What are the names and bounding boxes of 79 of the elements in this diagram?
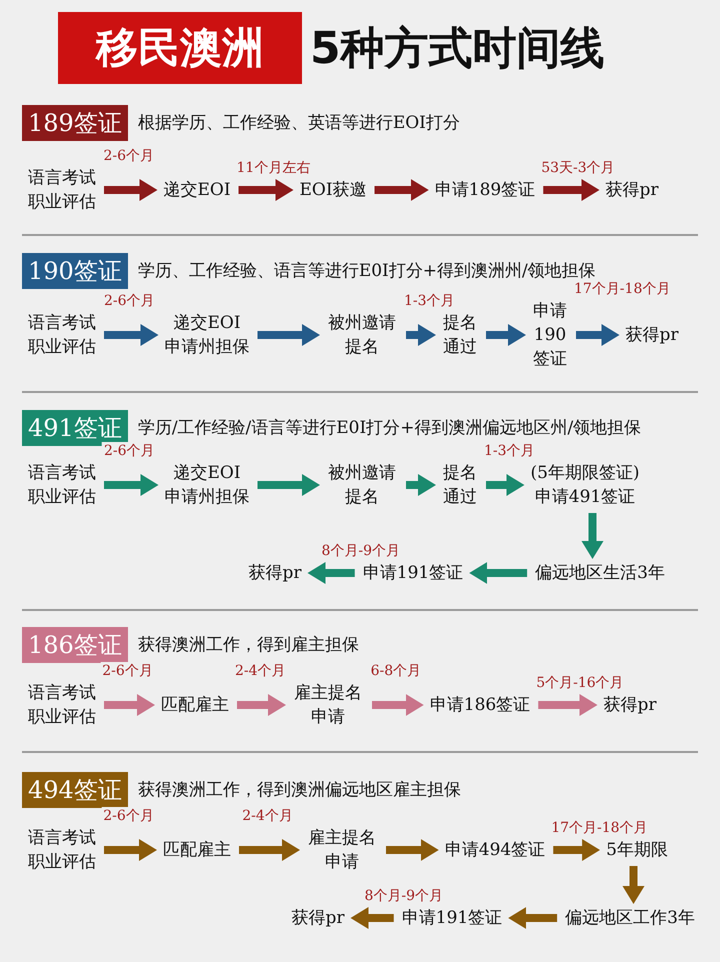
arrow (486, 474, 524, 496)
arrow (576, 324, 620, 346)
page-title: 5种方式时间线 (310, 22, 605, 76)
arrow (104, 474, 158, 496)
step-text: 匹配雇主 (161, 693, 229, 717)
step-text: (5年期限签证) (530, 462, 640, 485)
step-text: 申请191签证 (362, 561, 464, 585)
step-text: 申请190签证 (532, 299, 568, 371)
visa-badge: 491签证 (22, 410, 128, 446)
step-text: 匹配雇主 (163, 838, 231, 862)
arrow (469, 562, 528, 584)
arrow (239, 839, 300, 861)
step-text: 职业评估 (28, 336, 96, 359)
step-text: 获得pr (248, 561, 302, 585)
arrow (582, 513, 604, 559)
arrow (406, 324, 436, 346)
arrow (622, 866, 644, 904)
arrow (104, 694, 155, 716)
visa-badge: 189签证 (22, 105, 128, 141)
step-text: 被州邀请提名 (326, 461, 398, 509)
step-text: 职业评估 (28, 706, 96, 729)
arrow (374, 179, 429, 201)
step-text: 申请191签证 (402, 906, 502, 930)
step-text: 职业评估 (28, 851, 96, 874)
step-text: 获得pr (606, 178, 658, 202)
step-text: 申请州担保 (164, 486, 250, 509)
arrow (350, 907, 394, 929)
step-text: 申请189签证 (434, 178, 536, 202)
arrow (104, 179, 158, 201)
step-text: 提名通过 (442, 311, 478, 359)
step-text: 提名通过 (442, 461, 478, 509)
step-text: 雇主提名申请 (292, 681, 364, 729)
step-text: 递交EOI (172, 462, 242, 485)
step-text: EOI获邀 (299, 178, 367, 202)
section-description: 学历、工作经验、语言等进行E0I打分+得到澳洲州/领地担保 (138, 260, 596, 282)
step-text: 5年期限 (606, 838, 668, 862)
section-description: 获得澳洲工作，得到雇主担保 (138, 634, 359, 657)
arrow (372, 694, 424, 716)
arrow (553, 839, 600, 861)
step-text: 申请491签证 (534, 486, 636, 509)
arrow (508, 907, 558, 929)
step-text: 偏远地区生活3年 (535, 561, 665, 585)
arrow (538, 694, 598, 716)
arrow (104, 839, 157, 861)
arrow (238, 179, 294, 201)
section-description: 学历/工作经验/语言等进行E0I打分+得到澳洲偏远地区州/领地担保 (138, 417, 642, 440)
step-text: 递交EOI (163, 178, 231, 202)
step-text: 语言考试 (28, 462, 96, 485)
step-text: 偏远地区工作3年 (565, 906, 695, 930)
step-text: 递交EOI (172, 312, 242, 335)
step-text: 语言考试 (28, 827, 96, 850)
arrow (486, 324, 526, 346)
step-text: 获得pr (604, 693, 656, 717)
title-banner: 移民澳洲 (58, 12, 302, 84)
step-text: 语言考试 (28, 312, 96, 335)
arrow (406, 474, 436, 496)
step-text: 申请186签证 (430, 693, 530, 717)
arrow (308, 562, 355, 584)
step-text: 申请494签证 (444, 838, 546, 862)
visa-badge: 186签证 (22, 627, 128, 663)
step-text: 语言考试 (28, 682, 96, 705)
arrow (237, 694, 286, 716)
step-text: 职业评估 (28, 191, 96, 214)
section-description: 获得澳洲工作，得到澳洲偏远地区雇主担保 (138, 779, 461, 802)
arrow (386, 839, 439, 861)
step-text: 获得pr (626, 323, 678, 347)
arrow (258, 324, 320, 346)
arrow (104, 324, 158, 346)
arrow (258, 474, 320, 496)
step-text: 获得pr (292, 906, 344, 930)
visa-badge: 494签证 (22, 772, 128, 808)
step-text: 被州邀请提名 (326, 311, 398, 359)
section-description: 根据学历、工作经验、英语等进行EOI打分 (138, 112, 460, 135)
step-text: 申请州担保 (164, 336, 250, 359)
step-text: 职业评估 (28, 486, 96, 509)
arrow (543, 179, 600, 201)
visa-badge: 190签证 (22, 253, 128, 289)
step-text: 雇主提名申请 (306, 826, 378, 874)
step-text: 语言考试 (28, 167, 96, 190)
